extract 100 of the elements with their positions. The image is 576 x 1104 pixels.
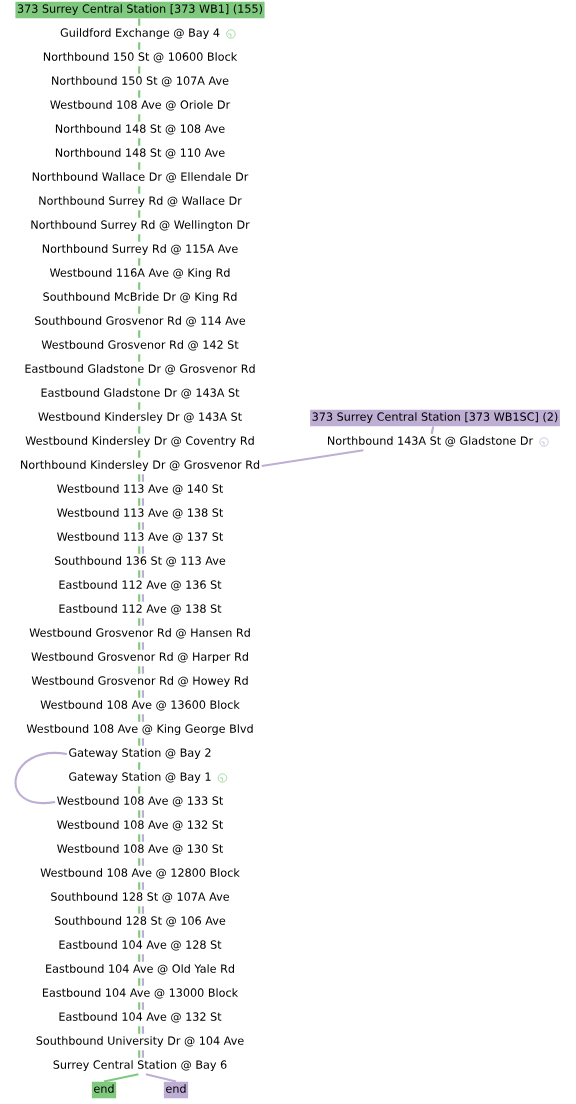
route-line [138,618,141,626]
route-line [141,546,144,554]
stop-label: Northbound 143A St @ Gladstone Dr [325,434,535,450]
route-line [138,762,141,770]
route-line [141,906,144,914]
stop-label: Westbound 108 Ave @ Oriole Dr [48,98,232,114]
stop-label: Southbound McBride Dr @ King Rd [41,290,239,306]
stop-label: Gateway Station @ Bay 2 [67,746,213,762]
stop-label: Eastbound 112 Ave @ 136 St [57,578,223,594]
route-line [138,18,141,26]
stop-label: Westbound Grosvenor Rd @ Howey Rd [30,674,250,690]
stop-label: Gateway Station @ Bay 1 [67,770,213,786]
route-line [14,752,67,805]
route-line [141,882,144,890]
stop-label: Northbound Surrey Rd @ 115A Ave [40,242,240,258]
route-line [141,690,144,698]
route-line [138,234,141,242]
route-line [138,906,141,914]
stop-label: Northbound Surrey Rd @ Wellington Dr [28,218,252,234]
stop-label: Northbound Wallace Dr @ Ellendale Dr [30,170,250,186]
stop-label: Northbound Surrey Rd @ Wallace Dr [36,194,244,210]
route-line [141,570,144,578]
route-line [138,378,141,386]
route-line [138,882,141,890]
stop-label: Westbound 113 Ave @ 138 St [55,506,225,522]
route-line [141,1050,144,1058]
route-line [138,426,141,434]
stop-label: Westbound Grosvenor Rd @ 142 St [40,338,240,354]
route-line [138,642,141,650]
route-line [138,498,141,506]
stop-label: Westbound 108 Ave @ 13600 Block [38,698,242,714]
stop-label: Westbound 108 Ave @ 12800 Block [38,866,242,882]
route-line [138,330,141,338]
stop-label: Westbound Grosvenor Rd @ Harper Rd [29,650,251,666]
stop-label: Westbound 108 Ave @ 132 St [55,818,225,834]
stop-label: Surrey Central Station @ Bay 6 [51,1058,229,1074]
route-line [138,210,141,218]
stop-label: Eastbound 104 Ave @ 13000 Block [40,986,240,1002]
stop-label: Southbound University Dr @ 104 Ave [34,1034,246,1050]
route-line [138,666,141,674]
route-line [141,834,144,842]
stop-label: Westbound 113 Ave @ 140 St [55,482,225,498]
route-line [141,810,144,818]
route-line [141,522,144,530]
route-line [261,449,364,468]
route-line [141,618,144,626]
stop-label: Eastbound Gladstone Dr @ Grosvenor Rd [23,362,257,378]
stop-label: Northbound 150 St @ 10600 Block [41,50,239,66]
stop-label: Guildford Exchange @ Bay 4 [58,26,222,42]
stop-label: Southbound 128 St @ 107A Ave [49,890,231,906]
route-line [138,306,141,314]
route-line [138,258,141,266]
route-line [138,90,141,98]
stop-label: Westbound 113 Ave @ 137 St [55,530,225,546]
stop-label: Westbound Kindersley Dr @ Coventry Rd [23,434,257,450]
stop-label: Westbound 108 Ave @ 133 St [55,794,225,810]
route-line [141,666,144,674]
route-line [138,138,141,146]
stop-label: Eastbound 104 Ave @ 132 St [57,1010,223,1026]
route-line [138,1026,141,1034]
route-header: 373 Surrey Central Station [373 WB1] (155) [15,1,265,19]
stop-label: Eastbound Gladstone Dr @ 143A St [39,386,241,402]
route-line [138,450,141,458]
route-line [138,474,141,482]
route-line [138,282,141,290]
route-line [138,42,141,50]
route-line [141,1002,144,1010]
route-line [138,594,141,602]
route-line [141,642,144,650]
route-line [141,930,144,938]
stop-label: Westbound 116A Ave @ King Rd [48,266,232,282]
stop-label: Northbound Kindersley Dr @ Grosvenor Rd [18,458,262,474]
route-line [138,354,141,362]
route-line [145,1073,177,1083]
route-line [138,114,141,122]
route-line [138,954,141,962]
stop-label: Southbound Grosvenor Rd @ 114 Ave [32,314,248,330]
stop-label: Northbound 148 St @ 110 Ave [53,146,227,162]
stop-label: Northbound 148 St @ 108 Ave [53,122,227,138]
route-line [138,858,141,866]
stop-label: Westbound Kindersley Dr @ 143A St [36,410,244,426]
route-line [141,714,144,722]
route-line [138,1050,141,1058]
route-line [138,930,141,938]
stop-label: Eastbound 104 Ave @ 128 St [57,938,223,954]
route-line [141,738,144,746]
route-line [430,426,435,434]
route-line [138,714,141,722]
route-line [138,834,141,842]
route-line [138,570,141,578]
route-line [138,186,141,194]
route-line [141,474,144,482]
route-line [141,594,144,602]
route-line [138,546,141,554]
route-line [138,522,141,530]
route-header: 373 Surrey Central Station [373 WB1SC] (2) [310,409,560,427]
stop-label: Northbound 150 St @ 107A Ave [49,74,231,90]
route-line [138,690,141,698]
route-line [138,402,141,410]
route-line [138,978,141,986]
